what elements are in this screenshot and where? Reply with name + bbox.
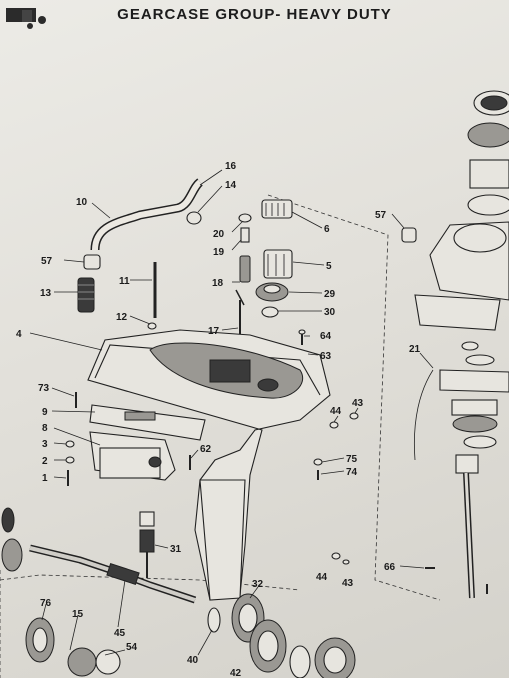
callout-label: 74 bbox=[346, 467, 358, 478]
callout-label: 31 bbox=[170, 544, 182, 555]
gear-part-42 bbox=[249, 619, 287, 673]
callout-label: 54 bbox=[126, 642, 138, 653]
callout-label: 42 bbox=[230, 668, 242, 678]
callout-label: 66 bbox=[384, 562, 396, 573]
stud-part-11 bbox=[147, 262, 157, 330]
callout-label: 76 bbox=[40, 598, 52, 609]
callout-label: 11 bbox=[119, 276, 130, 287]
callout-label: 8 bbox=[42, 423, 48, 434]
callout-label: 43 bbox=[352, 398, 364, 409]
callout-label: 62 bbox=[200, 444, 212, 455]
bearing-part-5 bbox=[263, 249, 293, 279]
callout-label: 4 bbox=[16, 329, 22, 340]
bearing-part-40 bbox=[207, 607, 221, 633]
callout-label: 15 bbox=[72, 609, 84, 620]
bearing-part-76 bbox=[25, 617, 55, 663]
callout-label: 57 bbox=[375, 210, 387, 221]
shift-assembly-part-31 bbox=[139, 511, 155, 578]
callout-label: 44 bbox=[316, 572, 328, 583]
plate-part-9 bbox=[89, 404, 206, 441]
callout-label: 1 bbox=[42, 473, 48, 484]
callout-label: 73 bbox=[38, 383, 50, 394]
propeller-shaft-part-45 bbox=[29, 544, 197, 604]
callout-label: 64 bbox=[320, 331, 332, 342]
callout-label: 10 bbox=[76, 197, 88, 208]
callout-label: 3 bbox=[42, 439, 48, 450]
bearing-part-right-lower bbox=[289, 637, 356, 678]
bracket-part-8 bbox=[89, 431, 176, 481]
drive-shaft-assembly bbox=[401, 90, 509, 599]
screw-part-64 bbox=[298, 329, 306, 345]
callout-label: 45 bbox=[114, 628, 126, 639]
pinion-gear-part-29 bbox=[255, 282, 289, 302]
callout-label: 57 bbox=[41, 256, 53, 267]
callout-label: 43 bbox=[342, 578, 354, 589]
callout-label: 17 bbox=[208, 326, 220, 337]
callout-label: 63 bbox=[320, 351, 332, 362]
callout-label: 9 bbox=[42, 407, 48, 418]
assembly-guide-lines bbox=[0, 194, 441, 678]
callout-label: 18 bbox=[212, 278, 224, 289]
washer-part-3 bbox=[65, 440, 75, 448]
callout-label: 2 bbox=[42, 456, 48, 467]
nut-part-44 bbox=[329, 421, 339, 429]
callout-label: 32 bbox=[252, 579, 264, 590]
gearcase-housing-part-4 bbox=[87, 329, 331, 601]
callout-label: 6 bbox=[324, 224, 330, 235]
callout-label: 5 bbox=[326, 261, 332, 272]
callout-labels: 16 14 10 6 57 20 19 5 57 11 18 29 13 30 … bbox=[16, 161, 421, 678]
callout-label: 19 bbox=[213, 247, 225, 258]
callout-label: 29 bbox=[324, 289, 336, 300]
nut-part-44-lower bbox=[331, 552, 341, 560]
shift-rod-parts bbox=[235, 213, 252, 340]
gear-part-left bbox=[1, 507, 23, 572]
callout-label: 40 bbox=[187, 655, 199, 666]
bearing-part-6 bbox=[261, 199, 293, 219]
callout-label: 16 bbox=[225, 161, 237, 172]
water-tube-part bbox=[90, 178, 204, 251]
bearing-part-54 bbox=[67, 647, 121, 677]
page-title: GEARCASE GROUP- HEAVY DUTY bbox=[117, 6, 392, 23]
callout-label: 30 bbox=[324, 307, 336, 318]
washer-part-75 bbox=[313, 458, 323, 466]
callout-label: 20 bbox=[213, 229, 225, 240]
callout-leader-lines bbox=[29, 169, 434, 656]
callout-label: 13 bbox=[40, 288, 52, 299]
nut-part-43 bbox=[349, 412, 359, 420]
hose-part-13 bbox=[77, 277, 95, 313]
callout-label: 21 bbox=[409, 344, 421, 355]
callout-label: 12 bbox=[116, 312, 128, 323]
callout-label: 44 bbox=[330, 406, 342, 417]
callout-label: 14 bbox=[225, 180, 237, 191]
nut-part-43-lower bbox=[342, 559, 350, 565]
callout-label: 75 bbox=[346, 454, 358, 465]
corner-emblem-icon bbox=[6, 8, 46, 29]
nut-part-30 bbox=[261, 306, 279, 318]
grommet-part-57 bbox=[83, 254, 101, 270]
washer-part-2 bbox=[65, 456, 75, 464]
